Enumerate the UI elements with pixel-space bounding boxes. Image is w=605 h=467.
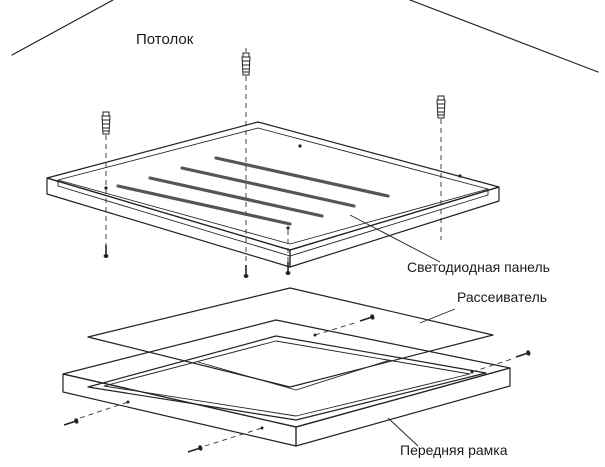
screw-icon (102, 244, 110, 259)
led-panel-leader (349, 214, 441, 263)
screw-icon (358, 312, 376, 325)
front-frame (62, 319, 511, 447)
screw-icon (242, 264, 250, 279)
front-frame-leader (387, 417, 419, 447)
led-panel (46, 121, 500, 268)
led-panel-label: Светодиодная панель (407, 259, 550, 275)
ceiling-outline (11, 0, 599, 73)
alignment-lines (314, 321, 359, 336)
front-frame-label: Передняя рамка (400, 442, 508, 458)
diffuser-leader (419, 308, 456, 324)
alignment-lines (79, 401, 129, 419)
diffuser-label: Рассеиватель (457, 289, 547, 305)
screw-icon (62, 416, 80, 429)
led-strips (116, 156, 390, 226)
alignment-lines (471, 357, 516, 373)
ceiling-label: Потолок (136, 31, 194, 48)
screw-icon (186, 443, 204, 456)
alignment-lines (105, 48, 442, 264)
alignment-lines (204, 427, 263, 447)
screw-icon (514, 348, 532, 361)
diffuser-sheet (87, 287, 494, 388)
dowel-icon (101, 111, 111, 135)
dowel-icon (436, 95, 446, 119)
dowel-icon (241, 52, 251, 76)
